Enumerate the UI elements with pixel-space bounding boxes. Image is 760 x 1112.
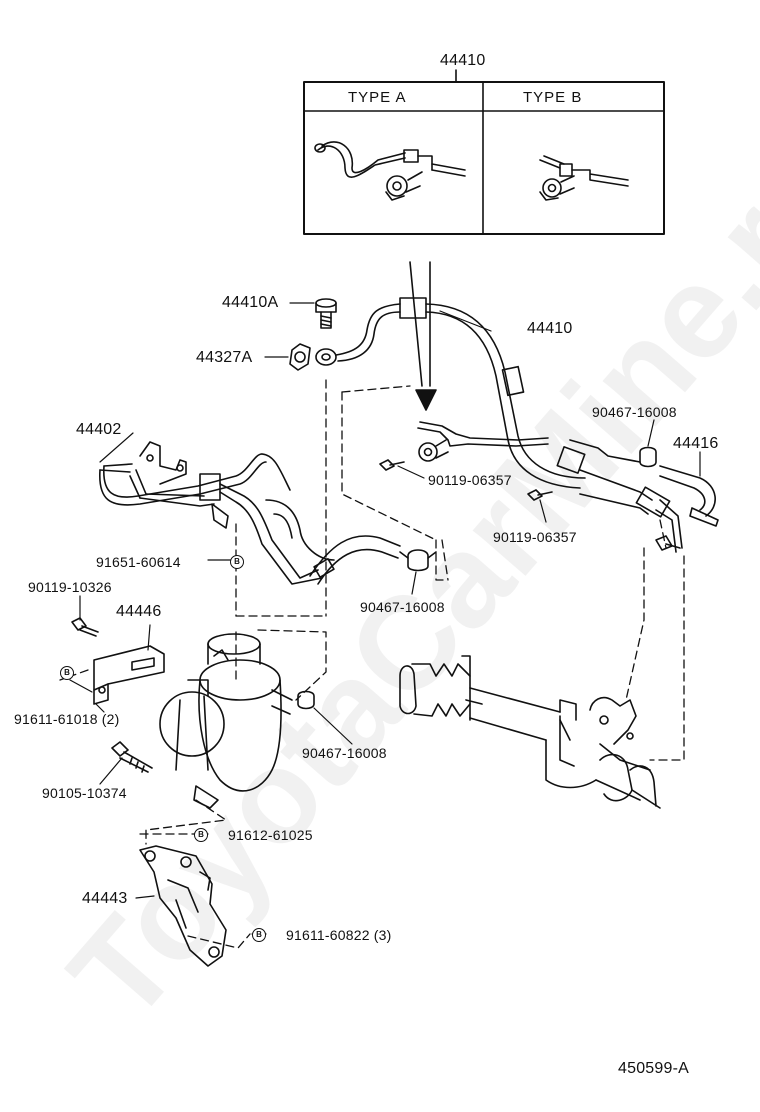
badge-91611-60822: B <box>252 928 266 942</box>
clamp-90467-mid-icon <box>399 549 437 572</box>
label-90105: 90105-10374 <box>42 785 127 801</box>
label-91611-60822: 91611-60822 (3) <box>286 927 392 943</box>
label-44446: 44446 <box>116 603 162 620</box>
label-44443: 44443 <box>82 890 128 907</box>
bolt-90105-icon <box>111 741 153 773</box>
label-90119-10326: 90119-10326 <box>28 579 112 595</box>
gasket-44327A-icon <box>289 343 337 371</box>
clamp-90467-top-icon <box>639 446 657 468</box>
bolt-90119-b-icon <box>527 489 553 501</box>
label-90467-low: 90467-16008 <box>302 745 387 761</box>
label-90467-top: 90467-16008 <box>592 404 677 420</box>
dashed-relation-lines <box>59 379 685 949</box>
bracket-44446-icon <box>93 645 165 705</box>
tube-fitting-icon <box>417 421 549 462</box>
pressure-hose-44410 <box>335 297 683 553</box>
label-91611-61018: 91611-61018 (2) <box>14 711 120 727</box>
type-b-label: TYPE B <box>523 89 583 106</box>
badge-91611-61018: B <box>60 666 74 680</box>
label-91651: 91651-60614 <box>96 554 181 570</box>
label-44410a: 44410A <box>222 294 279 311</box>
label-44402: 44402 <box>76 421 122 438</box>
steering-rack-icon <box>399 655 661 809</box>
bolt-90119-a-icon <box>379 459 405 471</box>
connector-icon <box>569 439 673 551</box>
label-44416: 44416 <box>673 435 719 452</box>
bracket-44443-icon <box>139 845 227 967</box>
bolt-90119-10326-icon <box>71 617 99 637</box>
leader-lines <box>69 302 701 935</box>
label-90467-mid: 90467-16008 <box>360 599 445 615</box>
label-44327a: 44327A <box>196 349 253 366</box>
type-a-label: TYPE A <box>348 89 407 106</box>
label-90119-b: 90119-06357 <box>493 529 577 545</box>
badge-91612: B <box>194 828 208 842</box>
inset-part-number: 44410 <box>440 52 486 69</box>
hose-44416-icon <box>659 465 719 527</box>
inset-arrow <box>409 261 437 411</box>
return-tube-44402 <box>99 441 401 585</box>
type-a-hose-icon <box>314 141 466 201</box>
union-bolt-44410A-icon <box>315 298 337 329</box>
type-b-hose-icon <box>539 155 629 201</box>
label-44410-main: 44410 <box>527 320 573 337</box>
badge-91651: B <box>230 555 244 569</box>
label-91612: 91612-61025 <box>228 827 313 843</box>
power-steering-pump-icon <box>159 633 315 809</box>
inset-box <box>303 69 665 235</box>
label-90119-a: 90119-06357 <box>428 472 512 488</box>
figure-code: 450599-A <box>618 1060 689 1077</box>
